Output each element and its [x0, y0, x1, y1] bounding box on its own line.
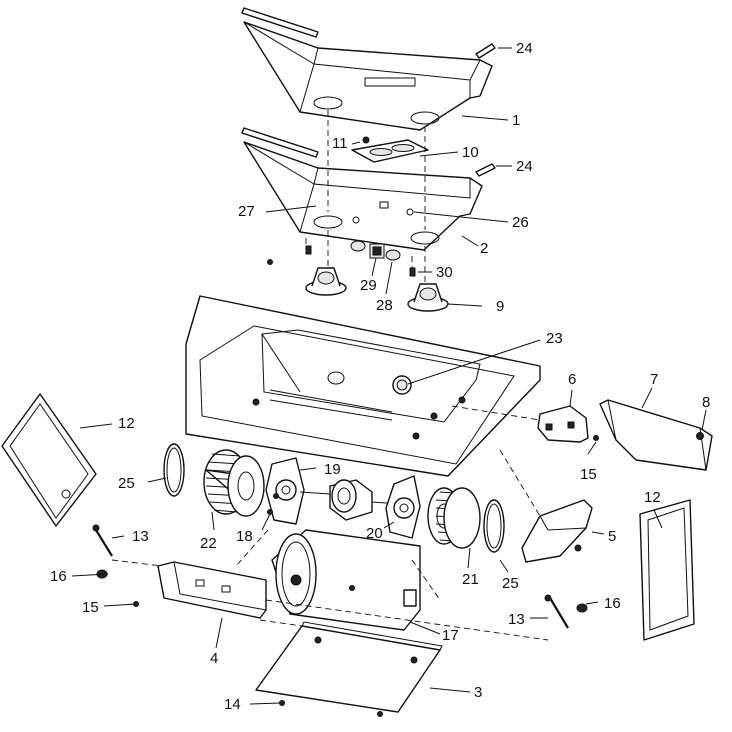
label-27: 27 [238, 203, 255, 220]
part-1-damper-housing [243, 21, 493, 131]
part-2-housing [243, 141, 483, 251]
label-19: 19 [324, 461, 341, 478]
label-12-right: 12 [644, 489, 661, 506]
part-12-filter-left [1, 393, 97, 527]
part-29-switch [369, 243, 385, 259]
part-25-ring-left [163, 443, 185, 497]
part-22-blower-wheel [203, 449, 265, 517]
label-11: 11 [332, 135, 348, 152]
part-8-plug [696, 432, 704, 440]
label-6: 6 [568, 371, 576, 388]
part-13-rod-right [544, 594, 569, 629]
part-labels: 24 1 11 10 24 27 26 2 30 29 28 9 23 6 7 … [50, 40, 710, 713]
motor-mount-left [305, 267, 347, 296]
label-4: 4 [210, 650, 218, 667]
label-16-right: 16 [604, 595, 621, 612]
label-25-right: 25 [502, 575, 519, 592]
part-9-motor-mount [407, 283, 449, 312]
label-20: 20 [366, 525, 383, 542]
part-18-screws [267, 493, 279, 515]
part-10-damper-plate [351, 136, 429, 163]
part-15-screw-right [593, 435, 599, 441]
part-6-bracket [537, 405, 589, 443]
part-30-clip [305, 245, 416, 277]
label-13-left: 13 [132, 528, 149, 545]
label-22: 22 [200, 535, 217, 552]
part-24-clip-b [475, 163, 496, 177]
label-3: 3 [474, 684, 482, 701]
part-16-nut-right [576, 603, 588, 613]
part-19-motor-plate [265, 457, 305, 525]
part-28-knob [350, 240, 401, 261]
trim-strip-middle [241, 127, 319, 158]
part-25-ring-right [483, 499, 505, 553]
label-9: 9 [496, 298, 504, 315]
leader-lines [71, 47, 707, 705]
part-27-screw [267, 259, 273, 265]
label-23: 23 [546, 330, 563, 347]
part-3-bottom-plate [255, 621, 443, 713]
part-7-cover [599, 399, 713, 471]
label-1: 1 [512, 112, 520, 129]
label-24-top: 24 [516, 40, 533, 57]
label-12-left: 12 [118, 415, 135, 432]
label-28: 28 [376, 297, 393, 314]
part-12-filter-right [639, 499, 695, 641]
part-23-light-socket [392, 375, 412, 395]
label-21: 21 [462, 571, 479, 588]
label-13-right: 13 [508, 611, 525, 628]
label-15-left: 15 [82, 599, 99, 616]
label-5: 5 [608, 528, 616, 545]
part-4-bracket [157, 561, 267, 619]
label-18: 18 [236, 528, 253, 545]
label-10: 10 [462, 144, 479, 161]
label-26: 26 [512, 214, 529, 231]
label-8: 8 [702, 394, 710, 411]
label-17: 17 [442, 627, 459, 644]
motor [299, 479, 401, 521]
trim-strip-top [241, 7, 319, 38]
part-24-clip-a [475, 43, 496, 59]
part-21-blower-wheel [427, 487, 481, 549]
part-13-rod-left [92, 524, 113, 557]
label-24-mid: 24 [516, 158, 533, 175]
assembly-guide-lines [111, 110, 549, 641]
label-2: 2 [480, 240, 488, 257]
part-5-duct [521, 499, 593, 563]
label-16-left: 16 [50, 568, 67, 585]
hood-body [185, 295, 541, 477]
label-7: 7 [650, 371, 658, 388]
label-29: 29 [360, 277, 377, 294]
label-14: 14 [224, 696, 241, 713]
label-25-left: 25 [118, 475, 135, 492]
part-17-blower-housing [271, 529, 421, 631]
label-15-right: 15 [580, 466, 597, 483]
part-20-motor-plate [385, 475, 421, 539]
label-30: 30 [436, 264, 453, 281]
